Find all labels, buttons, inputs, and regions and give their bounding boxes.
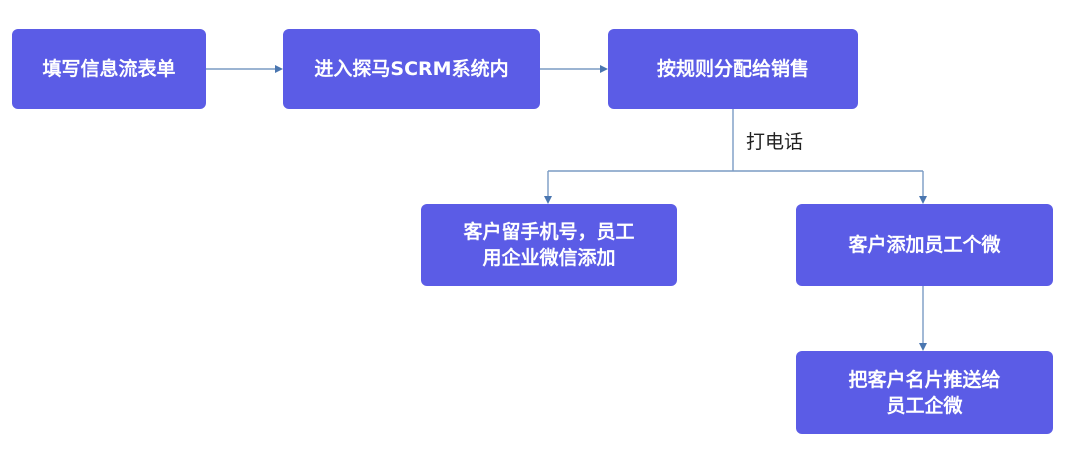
node-push-card-line2: 员工企微 [886, 394, 963, 417]
edge-label-call-text: 打电话 [746, 131, 804, 153]
node-customer-adds-label: 客户添加员工个微 [848, 234, 1001, 256]
node-fill-form: 填写信息流表单 [12, 29, 206, 109]
arrowhead-scrm-to-assign [600, 65, 608, 73]
node-leave-phone: 客户留手机号，员工 用企业微信添加 [421, 204, 677, 286]
edge-label-call: 打电话 [746, 130, 803, 154]
node-customer-adds: 客户添加员工个微 [796, 204, 1053, 286]
arrowhead-fill-to-scrm [275, 65, 283, 73]
arrowhead-to-customer-adds [919, 196, 927, 204]
node-push-card-line1: 把客户名片推送给 [848, 368, 1001, 391]
arrowhead-to-leave-phone [544, 196, 552, 204]
node-assign-sales-label: 按规则分配给销售 [656, 58, 809, 80]
node-enter-scrm: 进入探马SCRM系统内 [283, 29, 540, 109]
node-leave-phone-line1: 客户留手机号，员工 [463, 221, 635, 243]
node-assign-sales: 按规则分配给销售 [608, 29, 858, 109]
arrowhead-adds-to-push [919, 343, 927, 351]
node-leave-phone-line2: 用企业微信添加 [482, 247, 616, 269]
node-fill-form-label: 填写信息流表单 [42, 58, 176, 80]
node-push-card: 把客户名片推送给 员工企微 [796, 351, 1053, 434]
node-enter-scrm-label: 进入探马SCRM系统内 [314, 58, 509, 80]
